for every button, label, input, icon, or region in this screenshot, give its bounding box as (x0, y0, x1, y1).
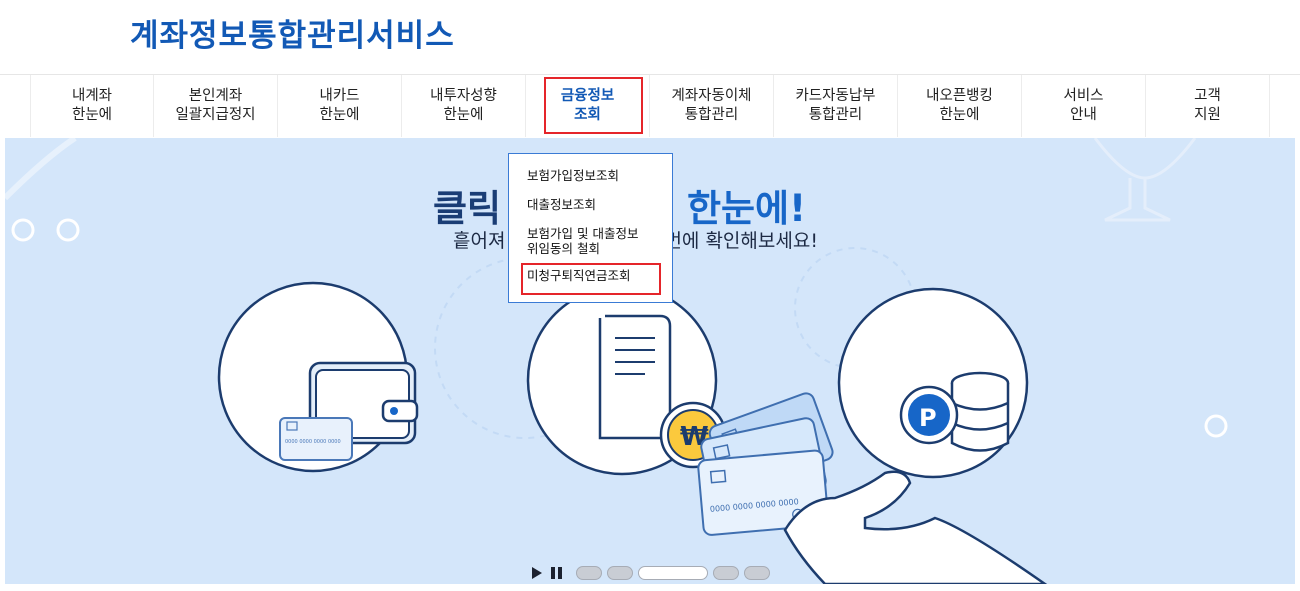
play-icon[interactable] (532, 567, 542, 579)
banner-subline-start: 흩어져 (453, 230, 506, 252)
nav-item-service-guide[interactable]: 서비스 안내 (1022, 75, 1146, 137)
nav-item-financial-info[interactable]: 금융정보 조회 (526, 75, 650, 137)
dropdown-item-loan-info[interactable]: 대출정보조회 (527, 197, 597, 212)
banner-illustration: 0000 0000 0000 0000 ₩ 0000 0000 0000 000… (5, 138, 1228, 584)
nav-item-my-accounts[interactable]: 내계좌 한눈에 (30, 75, 154, 137)
nav-item-investment-profile[interactable]: 내투자성향 한눈에 (402, 75, 526, 137)
dropdown-item-unclaimed-pension[interactable]: 미청구퇴직연금조회 (527, 268, 631, 283)
dropdown-item-insurance-info[interactable]: 보험가입정보조회 (527, 168, 620, 183)
slider-dot[interactable] (607, 566, 633, 580)
slider-dot[interactable] (576, 566, 602, 580)
site-logo[interactable]: 계좌정보통합관리서비스 (130, 18, 455, 54)
banner-headline-start: 클릭 (433, 187, 502, 230)
main-nav: 내계좌 한눈에 본인계좌 일괄지급정지 내카드 한눈에 내투자성향 한눈에 금융… (0, 74, 1300, 147)
dropdown-item-consent-withdrawal[interactable]: 보험가입 및 대출정보 위임동의 철회 (527, 226, 639, 256)
active-nav-highlight (544, 77, 643, 134)
pause-icon[interactable] (551, 567, 563, 579)
slider-dot-active[interactable] (638, 566, 708, 580)
nav-item-card-auto-pay[interactable]: 카드자동납부 통합관리 (774, 75, 898, 137)
nav-item-my-cards[interactable]: 내카드 한눈에 (278, 75, 402, 137)
banner-slider-controls (532, 566, 770, 580)
svg-text:P: P (919, 404, 937, 432)
nav-item-auto-transfer[interactable]: 계좌자동이체 통합관리 (650, 75, 774, 137)
nav-item-customer-support[interactable]: 고객 지원 (1146, 75, 1270, 137)
dropdown-item-highlight (521, 263, 661, 295)
financial-info-dropdown: 보험가입정보조회 대출정보조회 보험가입 및 대출정보 위임동의 철회 미청구퇴… (508, 153, 673, 303)
nav-item-open-banking[interactable]: 내오픈뱅킹 한눈에 (898, 75, 1022, 137)
slider-dot[interactable] (713, 566, 739, 580)
svg-text:0000 0000 0000 0000: 0000 0000 0000 0000 (285, 439, 341, 445)
nav-item-payment-suspension[interactable]: 본인계좌 일괄지급정지 (154, 75, 278, 137)
slider-dot[interactable] (744, 566, 770, 580)
